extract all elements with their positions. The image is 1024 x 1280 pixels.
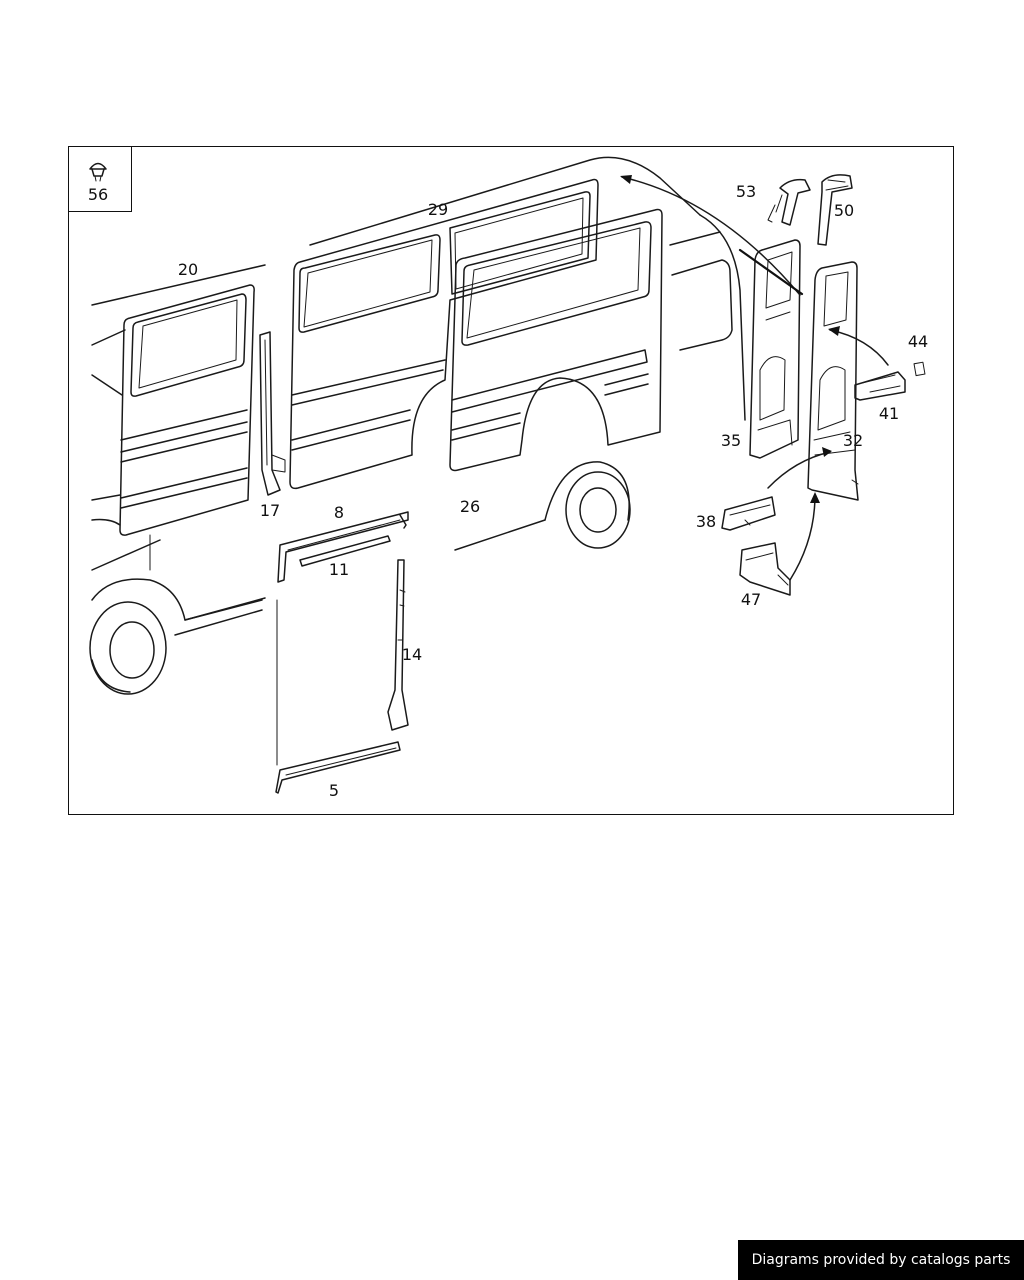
plate-44 xyxy=(913,361,926,377)
callout-32: 32 xyxy=(843,431,863,450)
pillar-17 xyxy=(259,331,286,496)
callout-17: 17 xyxy=(260,501,280,520)
callout-35: 35 xyxy=(721,431,741,450)
callout-11: 11 xyxy=(329,560,349,579)
panel-26 xyxy=(449,208,663,472)
callout-56: 56 xyxy=(88,185,108,204)
panel-20 xyxy=(119,284,255,536)
rail-8 xyxy=(277,511,409,583)
bracket-41 xyxy=(854,371,906,401)
rail-11 xyxy=(299,535,391,567)
callout-47: 47 xyxy=(741,590,761,609)
credit-badge: Diagrams provided by catalogs parts xyxy=(738,1240,1024,1280)
clip-icon xyxy=(89,162,107,182)
bracket-53 xyxy=(767,178,811,226)
pillar-35 xyxy=(749,239,801,459)
diagram-frame xyxy=(68,146,954,815)
callout-53: 53 xyxy=(736,182,756,201)
callout-44: 44 xyxy=(908,332,928,351)
callout-41: 41 xyxy=(879,404,899,423)
bracket-47 xyxy=(739,542,791,596)
sill-5 xyxy=(275,741,401,794)
bracket-50 xyxy=(817,174,853,246)
panel-29 xyxy=(289,178,599,490)
bracket-38 xyxy=(721,496,776,531)
van-body-outline xyxy=(89,156,746,695)
callout-14: 14 xyxy=(402,645,422,664)
callout-50: 50 xyxy=(834,201,854,220)
callout-20: 20 xyxy=(178,260,198,279)
callout-29: 29 xyxy=(428,200,448,219)
arrow-lines xyxy=(620,175,889,581)
callout-38: 38 xyxy=(696,512,716,531)
callout-8: 8 xyxy=(334,503,344,522)
callout-26: 26 xyxy=(460,497,480,516)
pillar-32 xyxy=(807,261,859,501)
credit-text: Diagrams provided by catalogs parts xyxy=(751,1252,1011,1268)
pillar-14 xyxy=(387,559,409,731)
callout-5: 5 xyxy=(329,781,339,800)
